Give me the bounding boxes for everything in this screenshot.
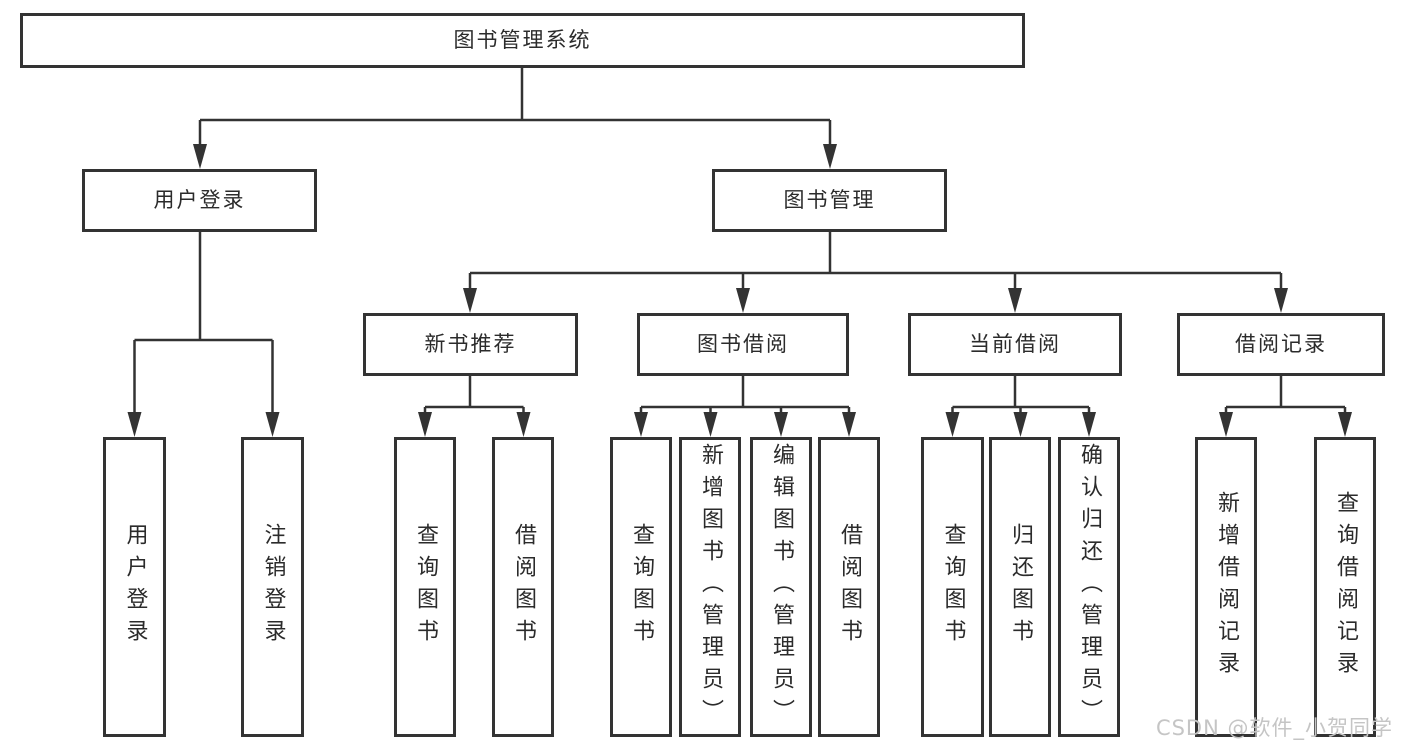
node-current-borrow: 当前借阅 — [908, 313, 1122, 376]
leaf-add-books-admin: 新增图书（管理员） — [679, 437, 741, 737]
leaf-user-login: 用户登录 — [103, 437, 166, 737]
leaf-confirm-return-admin: 确认归还（管理员） — [1058, 437, 1120, 737]
leaf-add-borrow-record: 新增借阅记录 — [1195, 437, 1257, 737]
leaf-logout: 注销登录 — [241, 437, 304, 737]
leaf-borrow-books-1: 借阅图书 — [492, 437, 554, 737]
node-book-borrow: 图书借阅 — [637, 313, 849, 376]
leaf-borrow-books-2: 借阅图书 — [818, 437, 880, 737]
leaf-query-books-2: 查询图书 — [610, 437, 672, 737]
leaf-edit-books-admin: 编辑图书（管理员） — [750, 437, 812, 737]
node-book-management: 图书管理 — [712, 169, 947, 232]
node-root: 图书管理系统 — [20, 13, 1025, 68]
node-new-book-recommend: 新书推荐 — [363, 313, 578, 376]
leaf-query-books-1: 查询图书 — [394, 437, 456, 737]
node-user-login: 用户登录 — [82, 169, 317, 232]
csdn-watermark: CSDN @软件_小贺同学 — [1155, 716, 1393, 740]
arrowheads — [127, 144, 1352, 437]
leaf-query-borrow-record: 查询借阅记录 — [1314, 437, 1376, 737]
leaf-query-books-3: 查询图书 — [921, 437, 984, 737]
node-borrow-records: 借阅记录 — [1177, 313, 1385, 376]
leaf-return-books: 归还图书 — [989, 437, 1051, 737]
